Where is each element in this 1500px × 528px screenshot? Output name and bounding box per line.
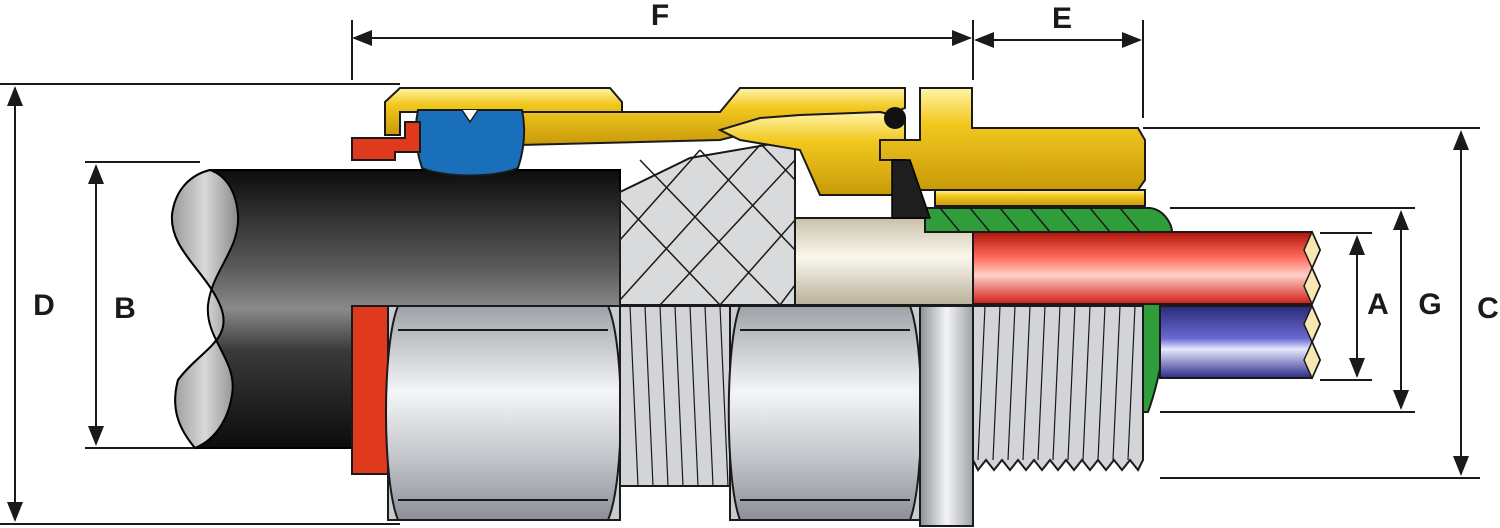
label-c: C — [1477, 292, 1499, 325]
brass-body — [384, 87, 1146, 207]
conductor-red-end — [1303, 230, 1321, 306]
cone-clamp — [891, 159, 932, 219]
conductor-blue — [1159, 304, 1322, 380]
outer-seal-notch — [461, 109, 479, 124]
label-b: B — [114, 292, 136, 325]
outer-sheath-cut-face — [170, 168, 240, 450]
armour-braid — [619, 138, 796, 306]
label-a: A — [1367, 288, 1389, 321]
body-flange — [919, 305, 974, 527]
label-f: F — [651, 0, 669, 32]
conductor-red — [972, 230, 1322, 306]
label-e: E — [1052, 2, 1072, 35]
red-shroud-lower — [351, 305, 389, 475]
entry-thread-middle — [619, 305, 731, 487]
label-d: D — [33, 289, 55, 322]
dimension-lines — [0, 20, 1480, 525]
conductor-blue-end — [1303, 304, 1321, 380]
lock-nut — [385, 305, 622, 521]
label-g: G — [1418, 288, 1441, 321]
entry-thread — [972, 305, 1144, 472]
red-shroud — [351, 121, 421, 161]
inner-seal-hatching — [939, 207, 1141, 233]
o-ring — [884, 107, 906, 129]
body-hex — [727, 305, 923, 521]
